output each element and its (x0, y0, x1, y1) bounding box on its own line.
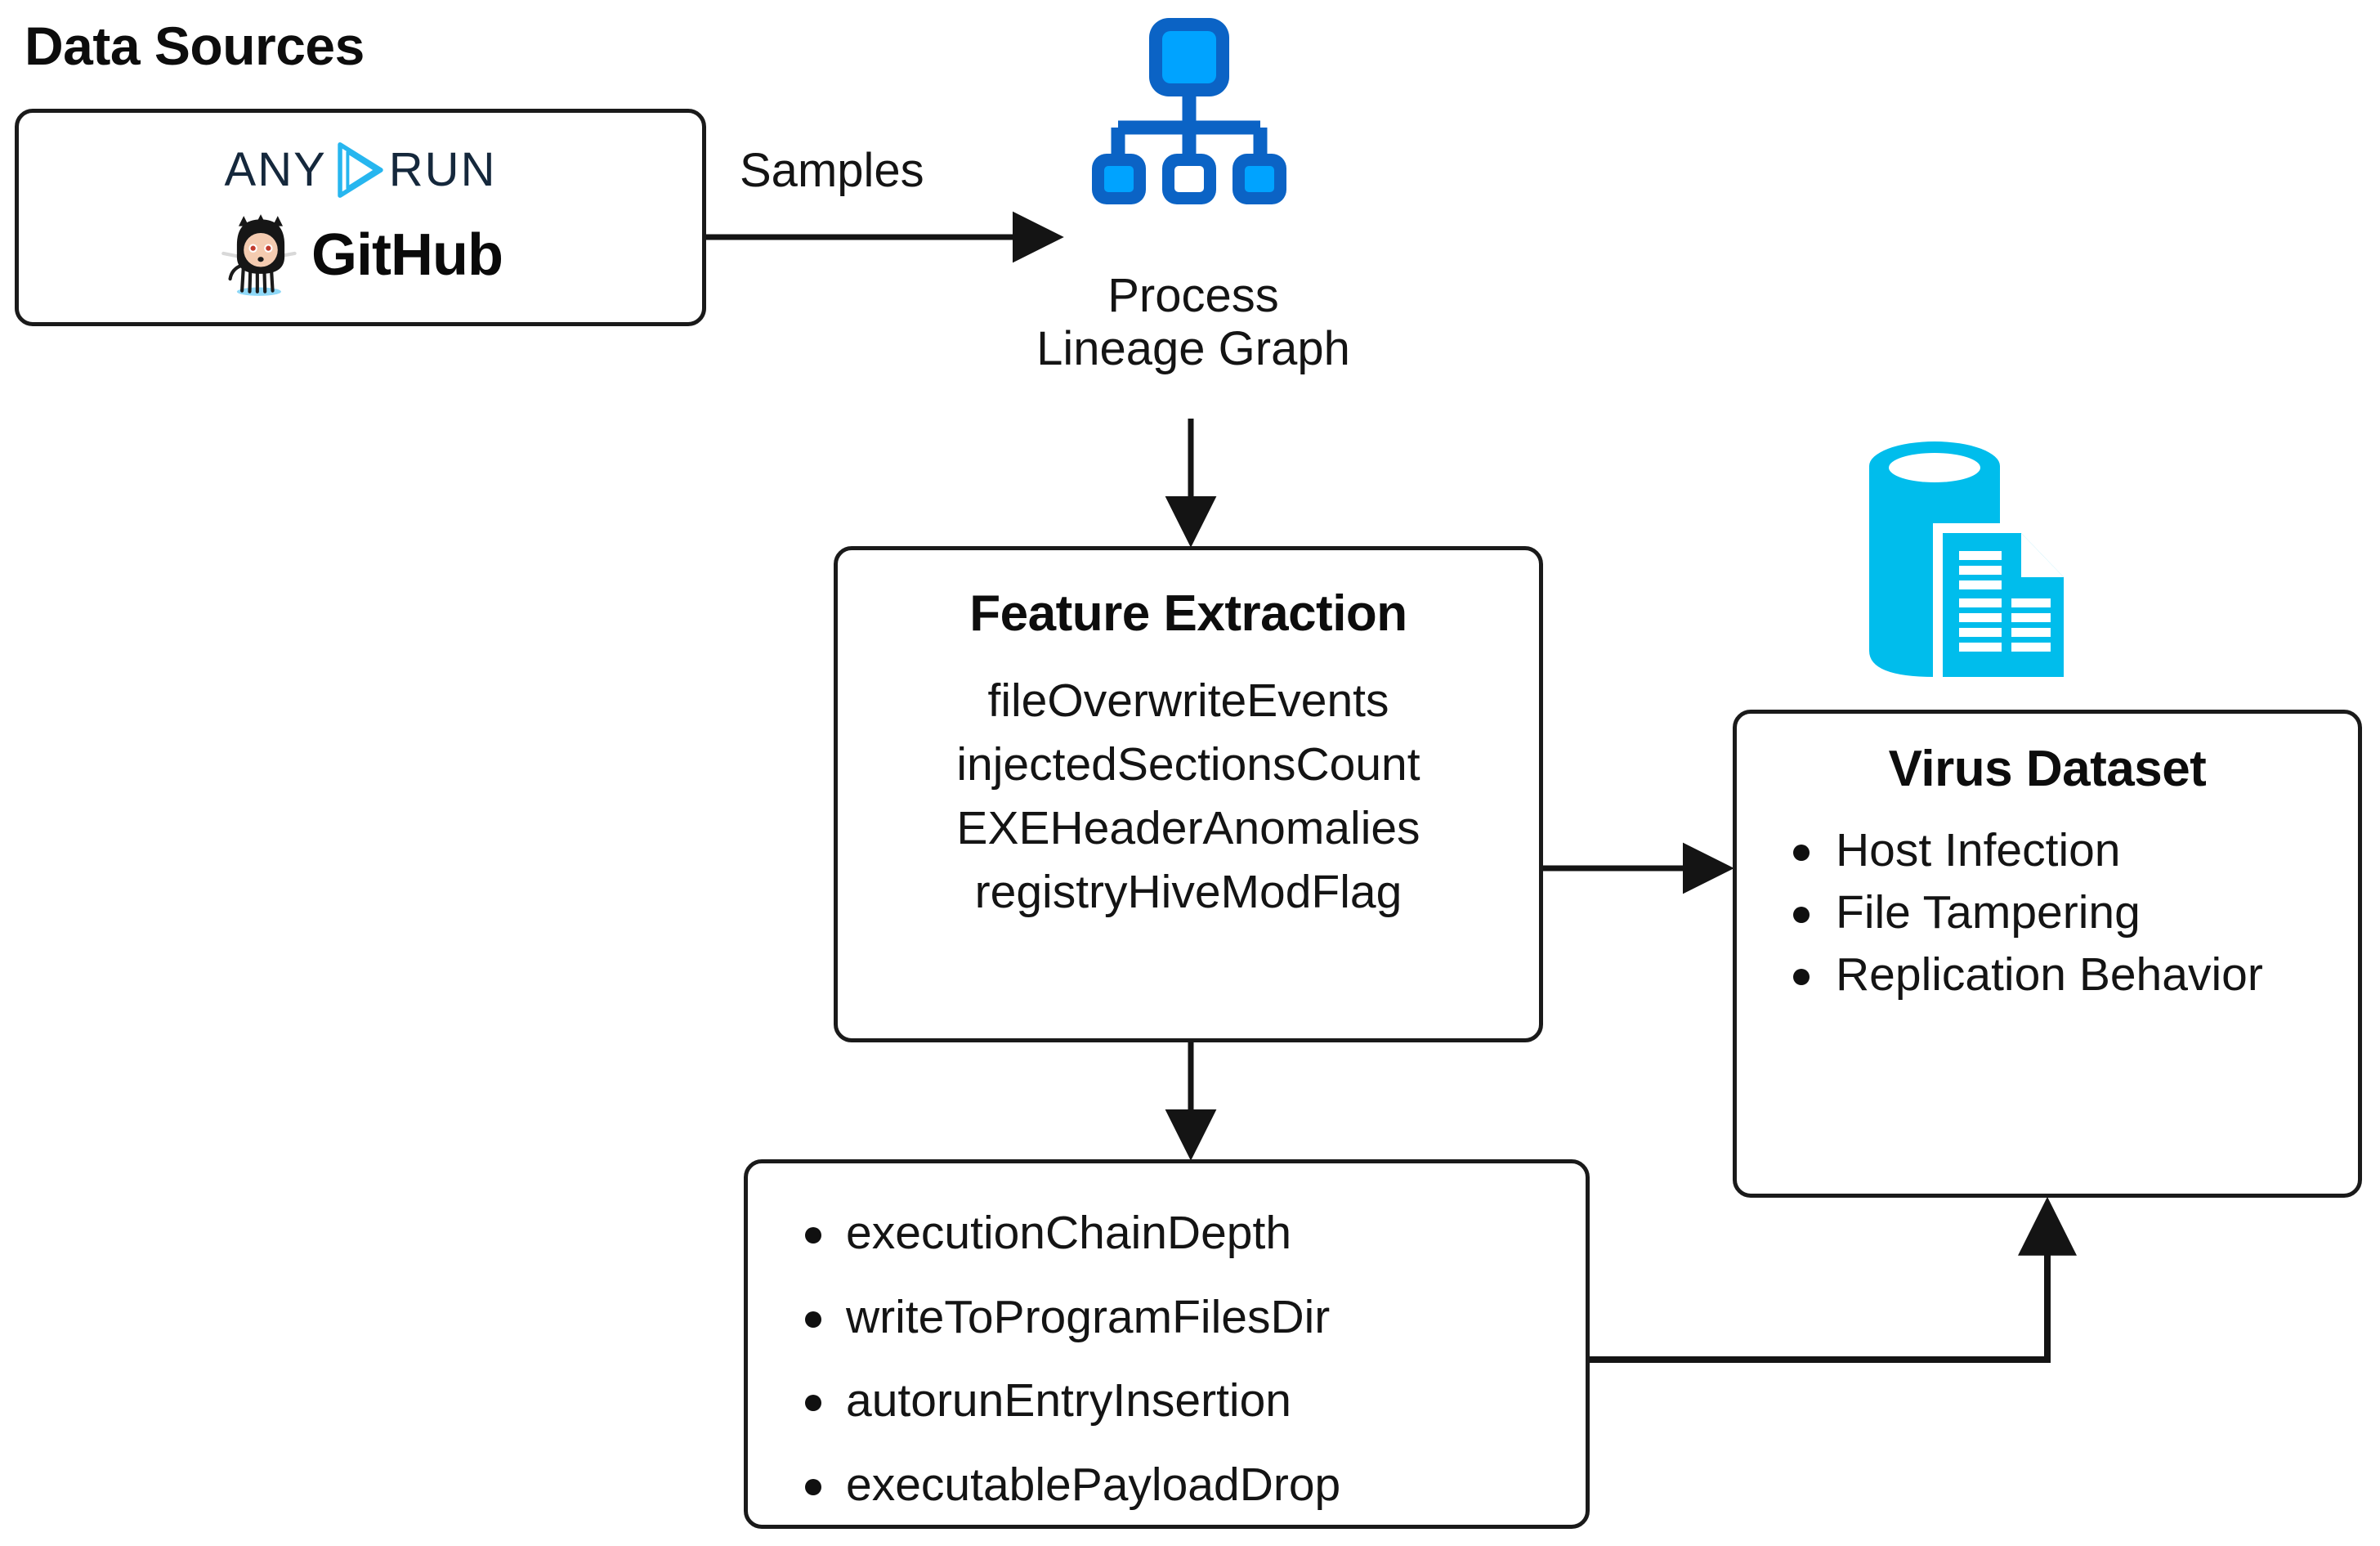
github-text: GitHub (311, 222, 503, 288)
database-document-icon (1869, 441, 2074, 687)
data-sources-node[interactable]: ANY RUN (15, 109, 706, 326)
plg-caption-line2: Lineage Graph (1036, 321, 1350, 375)
edge-behavior-features-to-virus-dataset (1590, 1196, 2077, 1363)
feature-extraction-list: fileOverwriteEvents injectedSectionsCoun… (838, 669, 1539, 924)
list-item: registryHiveModFlag (974, 866, 1402, 919)
list-item: Replication Behavior (1782, 944, 2338, 1006)
list-item: autorunEntryInsertion (795, 1359, 1340, 1443)
edge-label-samples: Samples (740, 144, 924, 197)
behavior-features-list: executionChainDepth writeToProgramFilesD… (795, 1191, 1340, 1526)
list-item: File Tampering (1782, 882, 2338, 944)
list-item: Host Infection (1782, 820, 2338, 882)
list-item: fileOverwriteEvents (987, 674, 1389, 727)
virus-dataset-list: Host Infection File Tampering Replicatio… (1782, 820, 2338, 1006)
hierarchy-icon (1092, 18, 1286, 204)
behavior-features-node[interactable]: executionChainDepth writeToProgramFilesD… (744, 1159, 1590, 1529)
list-item: EXEHeaderAnomalies (956, 802, 1420, 855)
page-title: Data Sources (25, 16, 365, 76)
octocat-icon (221, 214, 297, 296)
list-item: executionChainDepth (795, 1191, 1340, 1275)
logo-stack: ANY RUN (19, 113, 702, 322)
list-item: executablePayloadDrop (795, 1443, 1340, 1527)
github-logo: GitHub (218, 210, 503, 300)
list-item: writeToProgramFilesDir (795, 1275, 1340, 1360)
virus-dataset-title: Virus Dataset (1888, 741, 2207, 797)
process-lineage-graph-caption: Process Lineage Graph (944, 269, 1443, 376)
feature-extraction-title: Feature Extraction (969, 585, 1407, 642)
anyrun-logo: ANY RUN (225, 135, 497, 205)
plg-caption-line1: Process (1107, 269, 1279, 322)
anyrun-text-left: ANY (224, 143, 327, 196)
virus-dataset-node[interactable]: Virus Dataset Host Infection File Tamper… (1733, 710, 2362, 1198)
feature-extraction-node[interactable]: Feature Extraction fileOverwriteEvents i… (834, 546, 1543, 1042)
list-item: injectedSectionsCount (956, 738, 1420, 791)
play-triangle-icon (338, 142, 383, 198)
anyrun-text-right: RUN (388, 143, 497, 196)
